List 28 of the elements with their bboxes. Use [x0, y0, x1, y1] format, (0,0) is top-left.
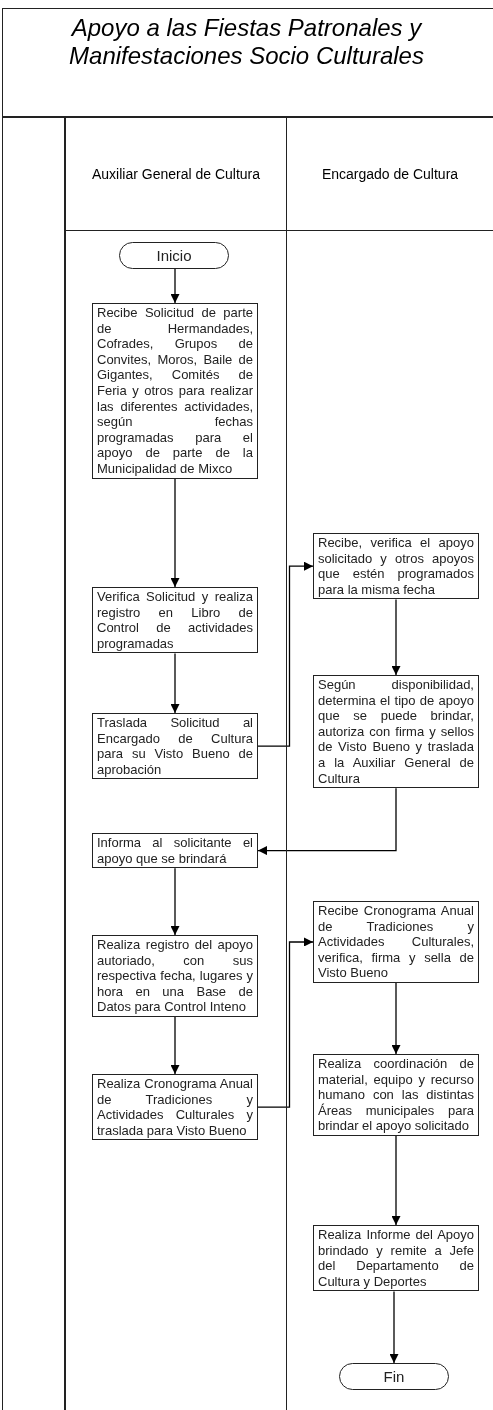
- arrow: [257, 787, 397, 856]
- lane-header: Auxiliar General de Cultura: [90, 164, 262, 184]
- terminator: Fin: [339, 1363, 449, 1390]
- arrow: [391, 1135, 401, 1226]
- process-box: Recibe Solicitud de parte de Hermandades, Cofrades, Grupos de Convites, Moros, Baile de Gigantes, Comités de Feria y otros para realizar las diferentes actividades, según fechas programadas para el apoyo de parte de la Municipalidad de Mixco: [92, 303, 258, 479]
- arrow: [170, 268, 180, 304]
- diagram-title: Apoyo a las Fiestas Patronales y Manifestaciones Socio Culturales: [68, 14, 425, 70]
- process-box: Realiza registro del apoyo autoriado, con sus respectiva fecha, lugares y hora en una Base de Datos para Control Inteno: [92, 935, 258, 1017]
- arrow: [257, 561, 314, 747]
- arrow: [391, 598, 401, 676]
- process-box: Realiza coordinación de material, equipo y recurso humano con las distintas Áreas municipales para brindar el apoyo solicitado: [313, 1054, 479, 1136]
- arrow: [257, 937, 314, 1108]
- arrow: [170, 477, 180, 588]
- process-box: Recibe Cronograma Anual de Tradiciones y Actividades Culturales, verifica, firma y sella de Visto Bueno: [313, 901, 479, 983]
- process-box: Recibe, verifica el apoyo solicitado y otros apoyos que estén programados para la misma fecha: [313, 533, 479, 600]
- process-box: Informa al solicitante el apoyo que se brindará: [92, 833, 258, 869]
- process-box: Realiza Informe del Apoyo brindado y remite a Jefe del Departamento de Cultura y Deportes: [313, 1225, 479, 1292]
- arrow: [170, 867, 180, 936]
- lane-header: Encargado de Cultura: [320, 164, 460, 184]
- arrow: [389, 1290, 399, 1364]
- arrow: [391, 982, 401, 1055]
- arrow: [170, 652, 180, 714]
- process-box: Verifica Solicitud y realiza registro en Libro de Control de actividades programadas: [92, 587, 258, 654]
- arrow: [170, 1016, 180, 1075]
- process-box: Traslada Solicitud al Encargado de Cultura para su Visto Bueno de aprobación: [92, 713, 258, 780]
- process-box: Según disponibilidad, determina el tipo de apoyo que se puede brindar, autoriza con firma y sellos de Visto Bueno y traslada a la Auxiliar General de Cultura: [313, 675, 479, 789]
- process-box: Realiza Cronograma Anual de Tradiciones y Actividades Culturales y traslada para Visto Bueno: [92, 1074, 258, 1141]
- terminator: Inicio: [119, 242, 229, 269]
